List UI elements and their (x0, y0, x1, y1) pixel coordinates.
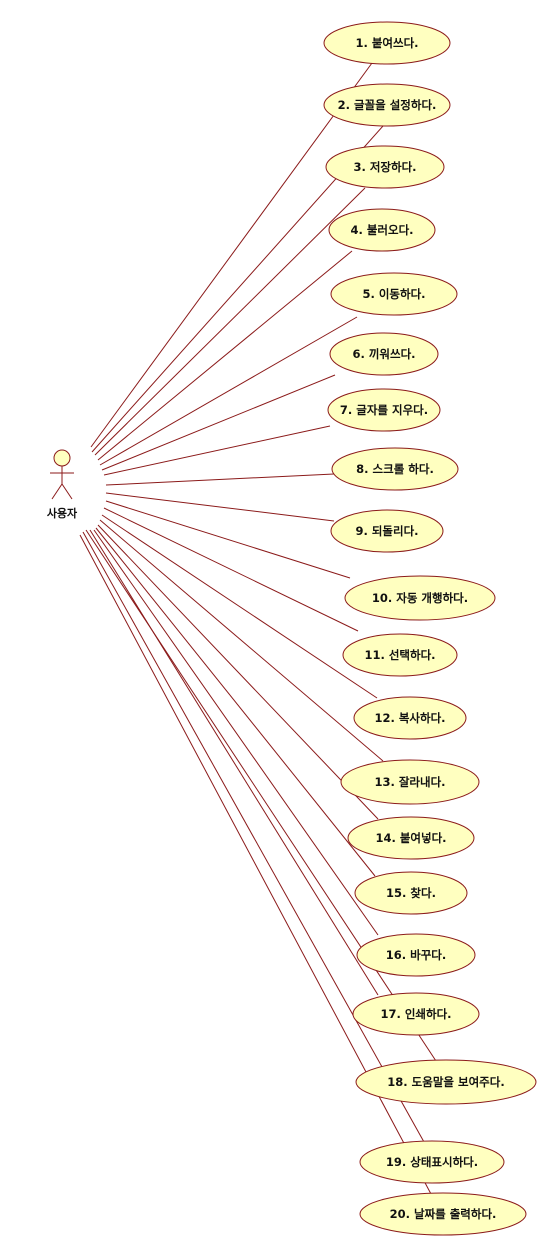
use-case-label: 15. 찾다. (386, 886, 436, 900)
actor-label: 사용자 (47, 506, 78, 520)
use-case-17[interactable]: 17. 인쇄하다. (352, 992, 480, 1036)
association-line-12 (101, 514, 378, 699)
use-case-13[interactable]: 13. 잘라내다. (340, 759, 480, 805)
use-case-8[interactable]: 8. 스크롤 하다. (331, 447, 459, 491)
use-case-label: 4. 불러오다. (350, 223, 413, 237)
use-case-12[interactable]: 12. 복사하다. (353, 696, 467, 740)
use-case-3[interactable]: 3. 저장하다. (325, 145, 445, 189)
use-case-label: 1. 붙여쓰다. (355, 36, 418, 50)
actor[interactable]: 사용자 (47, 449, 78, 520)
association-line-7 (103, 425, 331, 476)
association-lines (79, 62, 437, 1195)
association-line-16 (93, 529, 379, 936)
use-case-ellipse (347, 816, 475, 860)
use-case-label: 8. 스크롤 하다. (356, 462, 434, 476)
actor-left-leg (51, 483, 63, 500)
use-case-4[interactable]: 4. 불러오다. (328, 208, 436, 252)
use-case-2[interactable]: 2. 글꼴을 설정하다. (323, 83, 451, 127)
use-case-ellipse (355, 1059, 537, 1105)
use-case-label: 10. 자동 개행하다. (372, 591, 468, 605)
use-case-ellipse (352, 992, 480, 1036)
use-case-ellipse (331, 447, 459, 491)
association-line-2 (91, 125, 384, 453)
use-case-ellipse (327, 388, 441, 432)
use-case-label: 14. 붙여넣다. (375, 831, 446, 845)
use-case-ellipse (325, 145, 445, 189)
use-case-7[interactable]: 7. 글자를 지우다. (327, 388, 441, 432)
use-case-5[interactable]: 5. 이동하다. (330, 272, 458, 316)
use-case-19[interactable]: 19. 상태표시하다. (359, 1140, 505, 1184)
use-case-label: 9. 되돌리다. (355, 524, 418, 538)
use-case-16[interactable]: 16. 바꾸다. (356, 933, 476, 977)
use-case-ellipse (344, 575, 496, 621)
use-case-18[interactable]: 18. 도움말을 보여주다. (355, 1059, 537, 1105)
association-line-4 (97, 250, 353, 461)
use-case-label: 6. 끼워쓰다. (352, 347, 415, 361)
use-case-ellipse (359, 1192, 527, 1236)
use-case-label: 7. 글자를 지우다. (340, 403, 428, 417)
association-line-13 (99, 519, 384, 762)
use-case-ellipse (356, 933, 476, 977)
use-case-label: 18. 도움말을 보여주다. (387, 1075, 504, 1089)
use-case-1[interactable]: 1. 붙여쓰다. (323, 21, 451, 65)
use-case-ellipse (340, 759, 480, 805)
association-line-3 (94, 187, 366, 456)
use-case-label: 5. 이동하다. (362, 287, 425, 301)
use-case-ellipse (328, 208, 436, 252)
use-case-label: 17. 인쇄하다. (380, 1007, 451, 1021)
use-case-ellipse (330, 509, 444, 553)
use-case-ellipse (359, 1140, 505, 1184)
use-case-label: 3. 저장하다. (353, 160, 416, 174)
association-line-10 (105, 500, 351, 579)
use-case-label: 2. 글꼴을 설정하다. (338, 98, 437, 112)
use-case-label: 11. 선택하다. (364, 648, 435, 662)
use-case-label: 20. 날짜를 출력하다. (390, 1207, 497, 1221)
association-line-18 (85, 529, 437, 1062)
use-case-10[interactable]: 10. 자동 개행하다. (344, 575, 496, 621)
association-line-1 (90, 62, 373, 448)
use-case-label: 16. 바꾸다. (386, 948, 446, 962)
association-line-19 (82, 531, 425, 1143)
use-case-label: 12. 복사하다. (374, 711, 445, 725)
association-line-17 (89, 529, 379, 996)
actor-right-leg (61, 483, 73, 500)
use-case-11[interactable]: 11. 선택하다. (342, 633, 458, 677)
association-line-9 (105, 492, 335, 522)
use-case-6[interactable]: 6. 끼워쓰다. (329, 332, 439, 376)
association-line-8 (105, 473, 335, 486)
use-case-14[interactable]: 14. 붙여넣다. (347, 816, 475, 860)
use-case-ellipse (354, 871, 468, 915)
association-line-15 (95, 527, 376, 877)
use-case-ellipse (323, 83, 451, 127)
use-case-15[interactable]: 15. 찾다. (354, 871, 468, 915)
association-line-6 (101, 374, 336, 471)
use-case-20[interactable]: 20. 날짜를 출력하다. (359, 1192, 527, 1236)
use-case-ellipse (342, 633, 458, 677)
association-line-5 (99, 316, 358, 466)
use-case-label: 19. 상태표시하다. (386, 1155, 478, 1169)
association-line-14 (97, 524, 379, 820)
association-line-11 (103, 507, 359, 632)
use-case-label: 13. 잘라내다. (374, 775, 445, 789)
use-cases: 1. 붙여쓰다. 2. 글꼴을 설정하다. 3. 저장하다. 4. 불러오다. 5. 이… (323, 21, 537, 1236)
actor-head (53, 449, 71, 467)
use-case-ellipse (329, 332, 439, 376)
use-case-9[interactable]: 9. 되돌리다. (330, 509, 444, 553)
use-case-ellipse (323, 21, 451, 65)
use-case-ellipse (330, 272, 458, 316)
use-case-ellipse (353, 696, 467, 740)
